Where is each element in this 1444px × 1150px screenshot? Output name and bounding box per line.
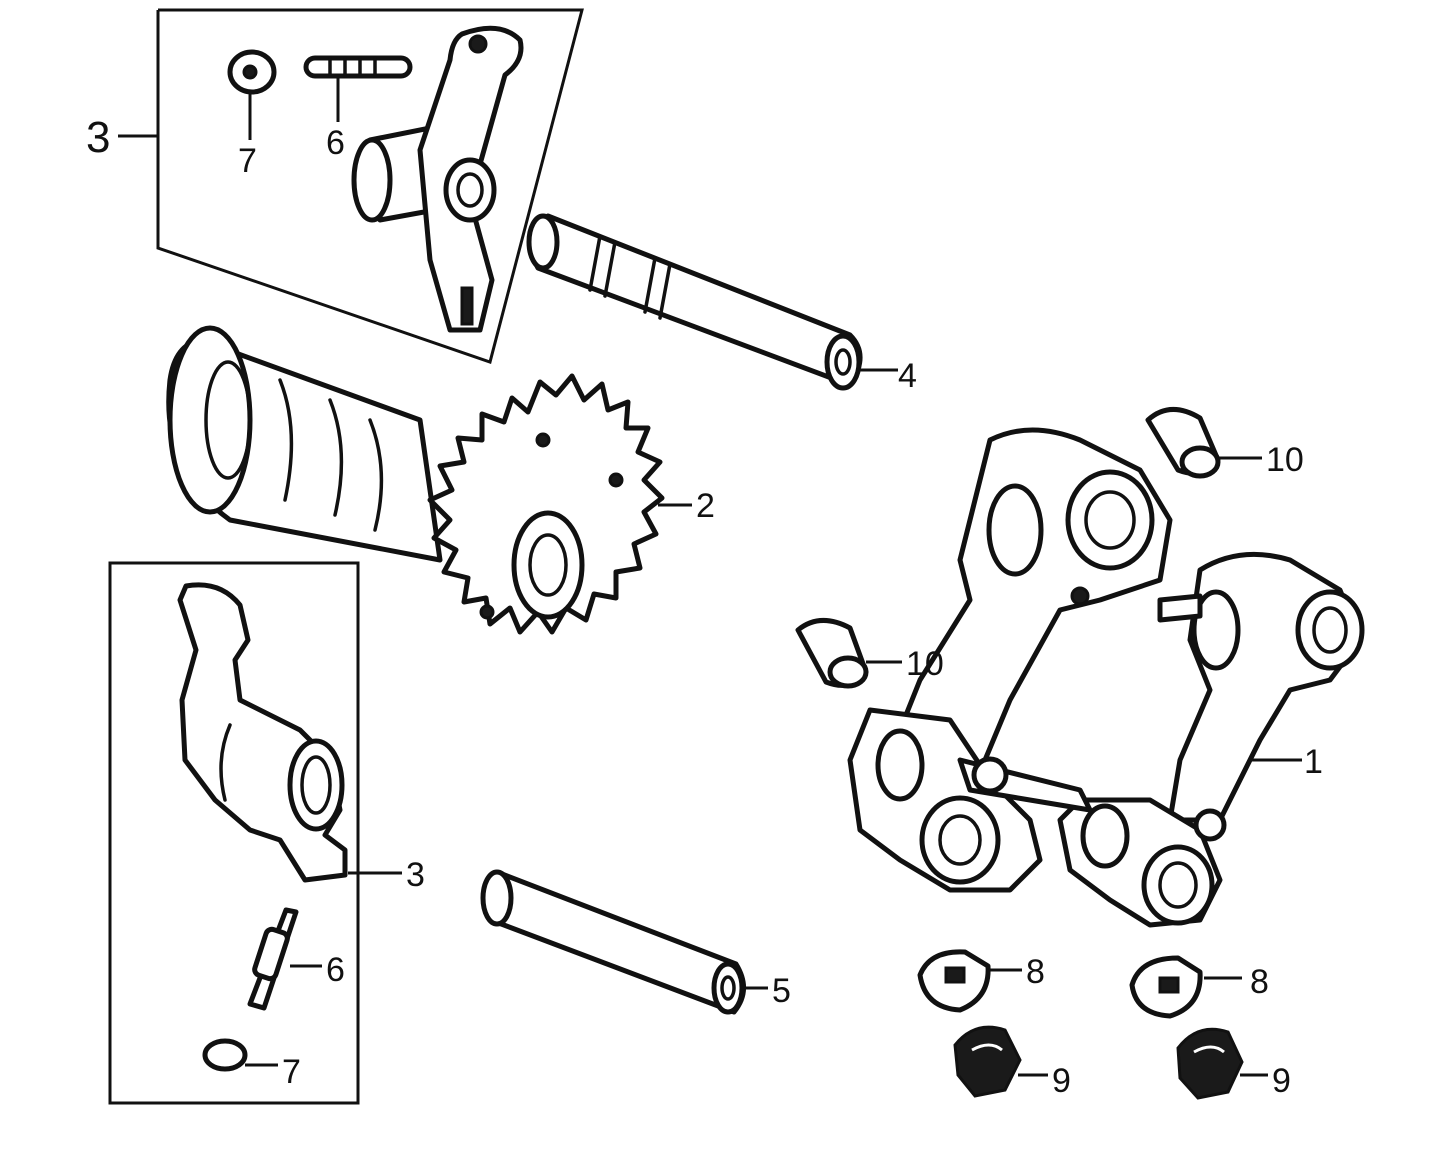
adjust-screw-bottom (247, 907, 322, 1011)
lock-nut-top (227, 49, 277, 140)
rocker-holder (847, 427, 1365, 928)
rocker-shaft-lower (480, 869, 768, 1015)
cap-nut-right (1176, 1027, 1268, 1100)
label-lock-nut-top: 7 (238, 142, 257, 180)
rocker-arm-top (351, 25, 524, 333)
camshaft-sprocket (166, 325, 692, 635)
label-cap-nut-right: 9 (1272, 1062, 1291, 1100)
label-camshaft-sprocket: 2 (696, 487, 715, 525)
label-rocker-shaft-upper: 4 (898, 357, 917, 395)
label-lock-nut-bottom: 7 (282, 1053, 301, 1091)
lock-nut-bottom (202, 1038, 278, 1072)
rocker-arm-bottom (177, 582, 402, 883)
label-dowel-pin-top: 10 (1266, 441, 1304, 479)
label-washer-left: 8 (1026, 953, 1045, 991)
dowel-pin-top (1145, 407, 1262, 479)
label-adjust-screw-bottom: 6 (326, 951, 345, 989)
label-rocker-holder: 1 (1304, 743, 1323, 781)
rocker-shaft-upper (526, 213, 898, 391)
washer-right (1129, 955, 1242, 1019)
label-dowel-pin-left: 10 (906, 645, 944, 683)
label-rocker-arm-group-bottom: 3 (406, 856, 425, 894)
cap-nut-left (953, 1025, 1048, 1098)
label-rocker-shaft-lower: 5 (772, 972, 791, 1010)
adjust-screw-top (303, 55, 413, 122)
label-cap-nut-left: 9 (1052, 1062, 1071, 1100)
dowel-pin-left (795, 618, 902, 689)
label-adjust-screw-top: 6 (326, 124, 345, 162)
rocker-arm-group-top-box (118, 8, 584, 364)
rocker-arm-group-bottom-box (108, 561, 360, 1105)
washer-left (917, 949, 1022, 1013)
label-washer-right: 8 (1250, 963, 1269, 1001)
label-rocker-arm-group-top: 3 (86, 113, 110, 162)
